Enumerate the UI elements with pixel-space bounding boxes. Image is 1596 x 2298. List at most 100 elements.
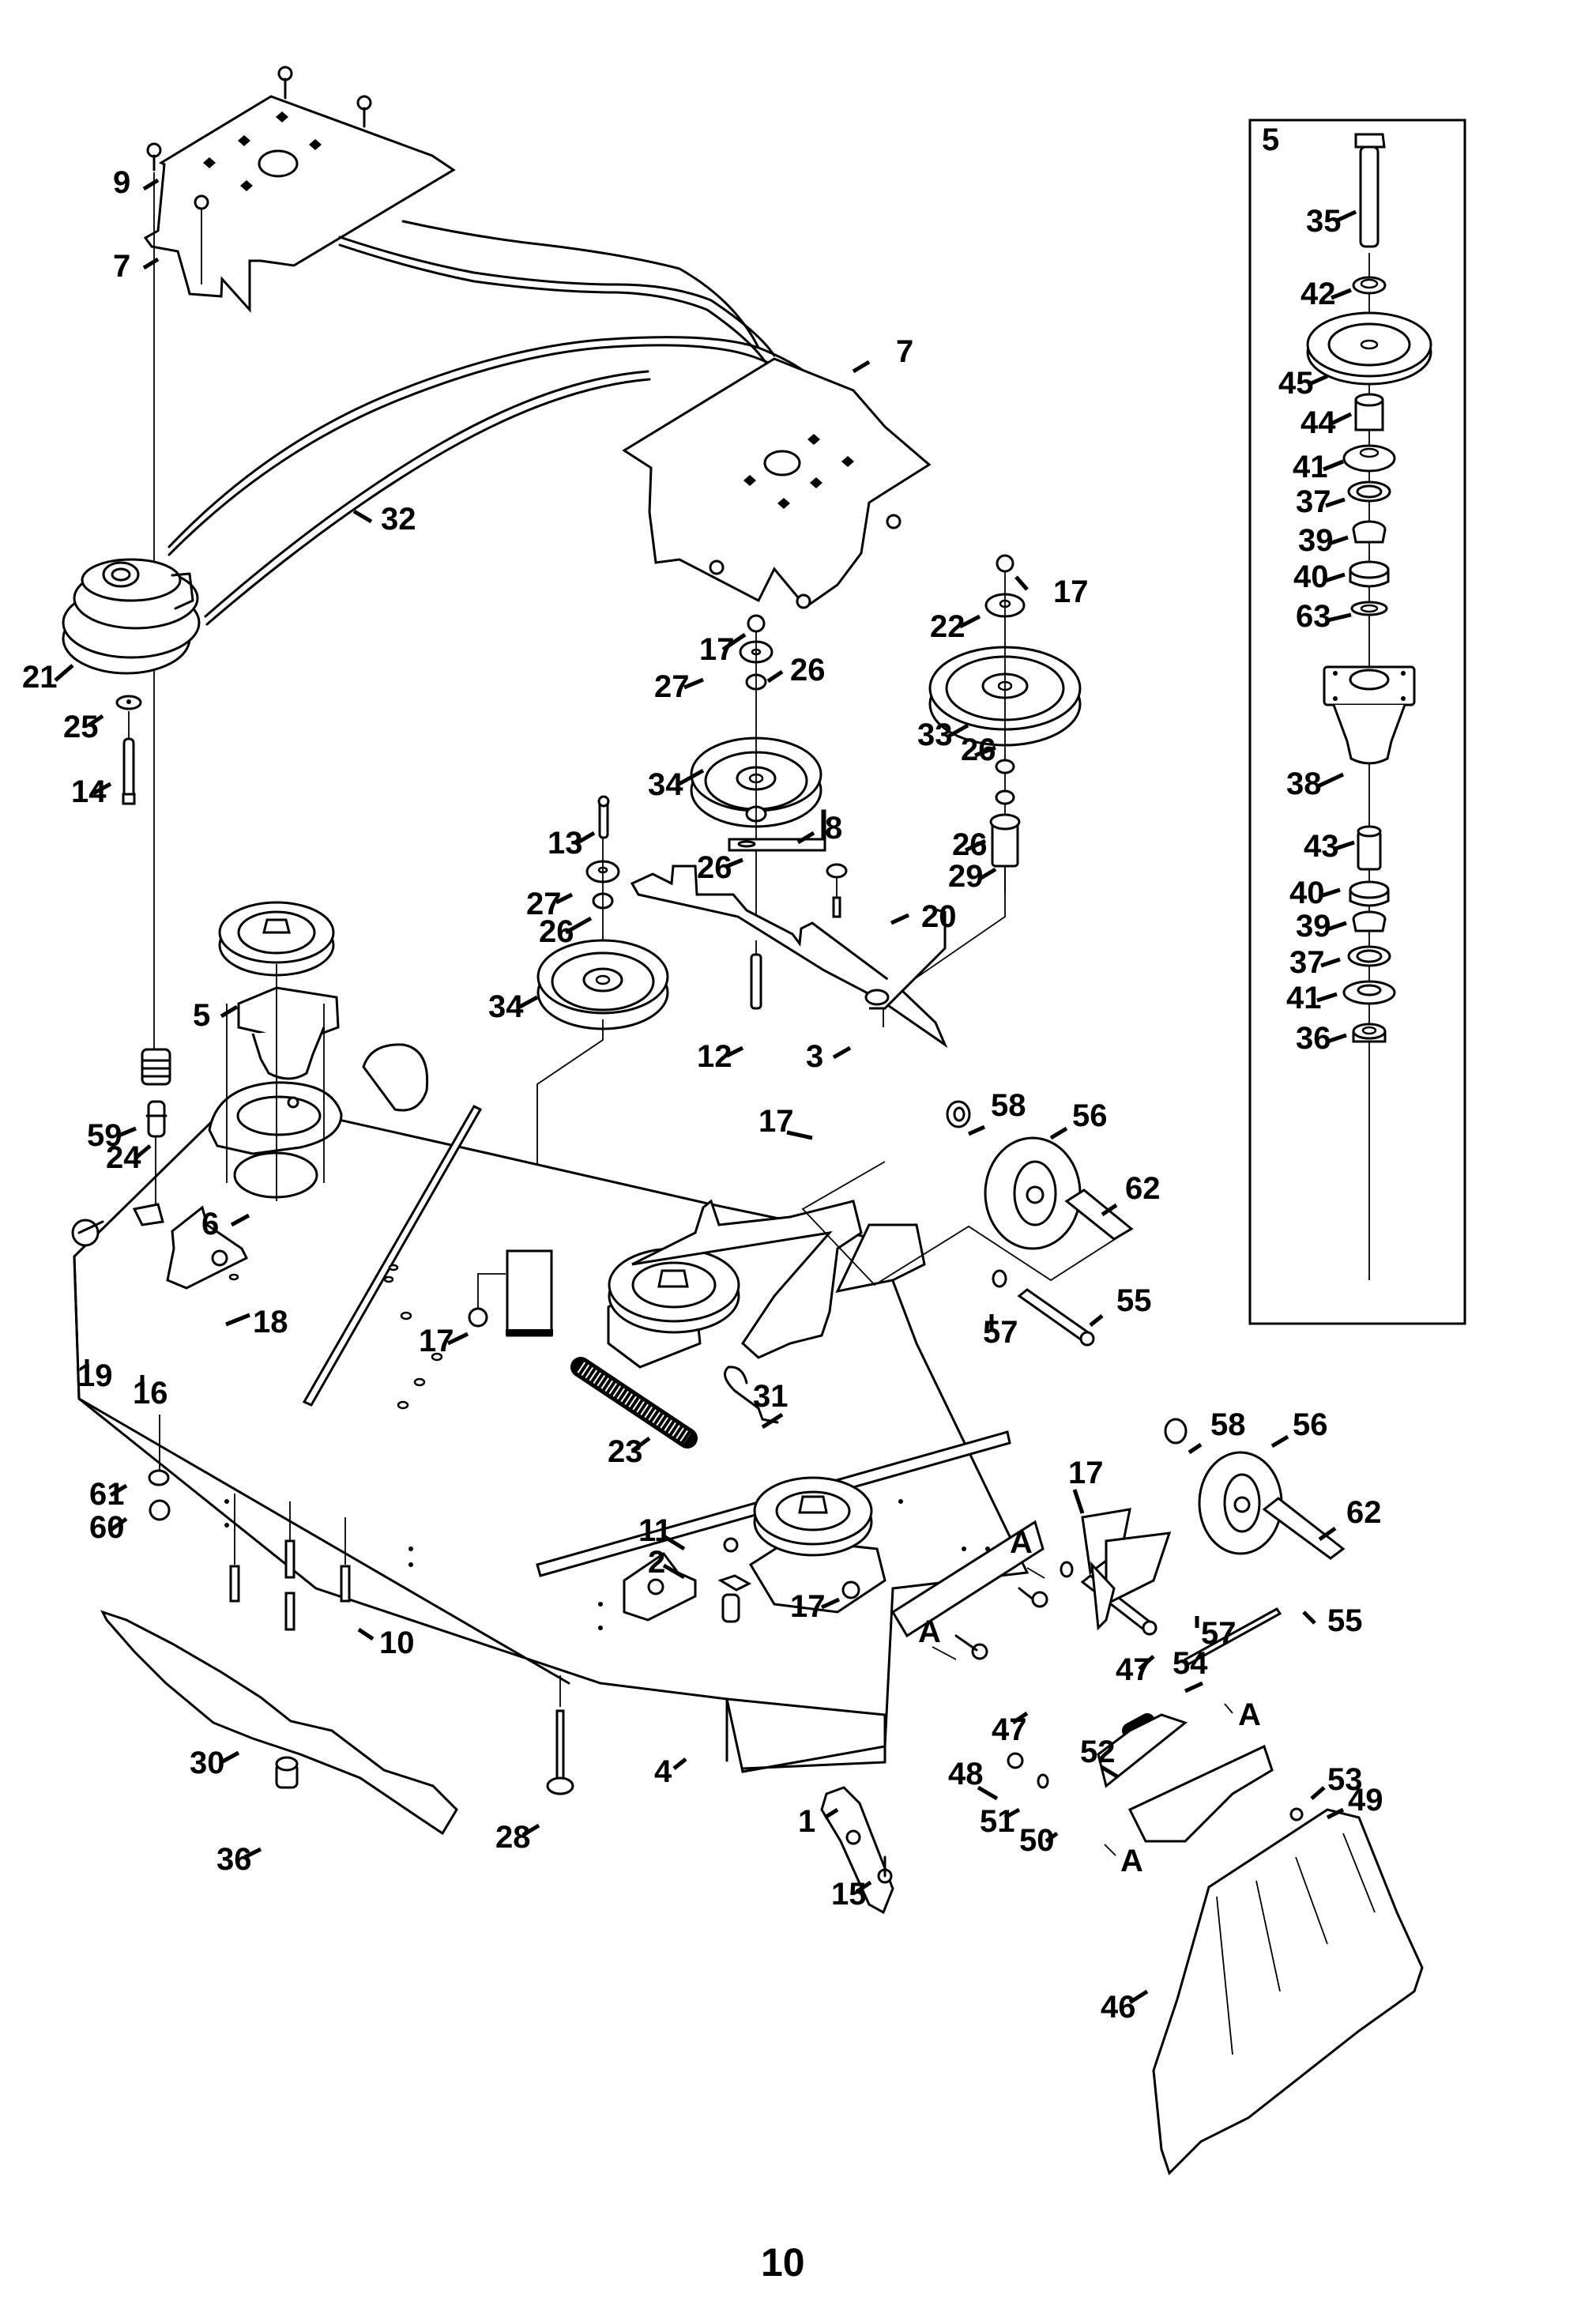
leader-line [1014, 575, 1029, 591]
part-washer-57-lower [1060, 1561, 1074, 1578]
part-bolt-13 [597, 795, 610, 839]
reference-letter: A [1010, 1525, 1033, 1560]
leader-line [820, 1597, 841, 1610]
callout-label: 28 [495, 1820, 531, 1855]
part-grease-cap-59 [141, 1048, 171, 1086]
part-spindle-bolt-28 [546, 1709, 574, 1795]
part-wheel-56-lower [1198, 1451, 1283, 1555]
leader-line [142, 257, 160, 270]
leader-line [1138, 1655, 1155, 1671]
part-nut-36-main [275, 1756, 299, 1789]
part-bearing-cup-40-bottom [1349, 880, 1390, 907]
leader-line [357, 1627, 375, 1641]
leader-line [761, 1412, 784, 1430]
leader-line [852, 360, 871, 374]
callout-label: 41 [1286, 981, 1322, 1015]
leader-line [967, 1125, 986, 1136]
callout-label: 27 [654, 669, 690, 704]
inset-title: 5 [1262, 122, 1279, 157]
leader-line [1323, 459, 1344, 472]
part-idler-arm-3 [630, 865, 948, 1049]
leader-line [1224, 1703, 1233, 1714]
callout-label: 32 [381, 502, 416, 537]
leader-line [672, 1757, 687, 1770]
callout-label: 29 [948, 859, 984, 894]
leader-line [675, 768, 705, 788]
leader-line [890, 913, 910, 925]
part-spindle-right [748, 1476, 886, 1614]
part-electric-clutch-21 [62, 558, 201, 675]
part-spacer-58-upper [946, 1100, 971, 1128]
part-bolt-11 [723, 1537, 739, 1553]
callout-label: 60 [89, 1510, 125, 1545]
callout-label: 22 [930, 609, 966, 644]
callout-label: 11 [638, 1513, 672, 1548]
leader-line [54, 664, 74, 682]
leader-line [1328, 535, 1349, 546]
leader-line [947, 723, 969, 739]
callout-label: 24 [106, 1140, 141, 1175]
part-screw-53 [1289, 1807, 1304, 1821]
part-bracket-49 [1127, 1744, 1274, 1843]
callout-label: 52 [1080, 1735, 1116, 1769]
part-bolt-12 [750, 940, 762, 1010]
callout-label: 3 [806, 1039, 823, 1074]
callout-label: 39 [1296, 909, 1331, 944]
callout-label: 2 [648, 1545, 665, 1580]
callout-label: 26 [952, 827, 988, 862]
leader-line [1318, 1526, 1337, 1542]
reference-letter: A [1238, 1697, 1261, 1732]
callout-label: 42 [1301, 277, 1336, 311]
callout-label: 34 [488, 989, 524, 1024]
part-bolt-55-upper [1017, 1288, 1095, 1347]
leader-line [1100, 1765, 1119, 1779]
callout-label: 55 [1327, 1603, 1363, 1638]
leader-line [225, 1313, 250, 1327]
callout-label: 46 [1101, 1990, 1136, 2025]
callout-label: 43 [1304, 829, 1339, 864]
callout-label: 58 [991, 1088, 1026, 1123]
part-bolt-14 [122, 711, 136, 805]
callout-label: 38 [1286, 767, 1322, 801]
part-screw-1b [845, 1829, 861, 1845]
leader-line [352, 509, 373, 524]
part-spacer-44 [1354, 393, 1384, 431]
callout-label: 56 [1072, 1098, 1108, 1133]
part-bracket-1 [820, 1786, 894, 1915]
part-spindle-center [607, 1247, 740, 1369]
leader-line [1316, 772, 1345, 789]
callout-label: 6 [201, 1207, 219, 1241]
leader-line [974, 745, 996, 758]
callout-label: 10 [379, 1626, 415, 1660]
leader-line [575, 831, 596, 846]
callout-label: 58 [1210, 1407, 1246, 1442]
callout-label: 7 [896, 334, 913, 369]
leader-line [1128, 1989, 1149, 2005]
leader-line [142, 178, 160, 191]
leader-line [662, 1534, 686, 1551]
part-spacer-58-lower [1164, 1418, 1188, 1445]
part-rod-54 [1183, 1607, 1282, 1666]
callout-label: 40 [1289, 876, 1325, 910]
leader-line [832, 1045, 852, 1060]
leader-line [1330, 412, 1353, 426]
leader-line [230, 1213, 250, 1227]
callout-label: 26 [790, 653, 826, 688]
leader-line [1302, 1610, 1316, 1625]
bolts-plate-7-left [146, 66, 372, 284]
leader-line [1320, 957, 1341, 968]
leader-line [118, 1126, 137, 1138]
callout-label: 41 [1293, 450, 1328, 484]
callout-label: 51 [980, 1804, 1015, 1839]
callout-label: 25 [63, 710, 99, 744]
leader-line [521, 1823, 540, 1837]
leader-line [220, 1750, 240, 1765]
part-spindle-housing-38 [1323, 665, 1416, 765]
page-number: 10 [761, 2240, 805, 2285]
reference-letter: A [1120, 1844, 1143, 1878]
part-screw-15 [877, 1855, 893, 1884]
leader-line [1310, 1786, 1326, 1800]
inset-frame [1248, 119, 1466, 1325]
